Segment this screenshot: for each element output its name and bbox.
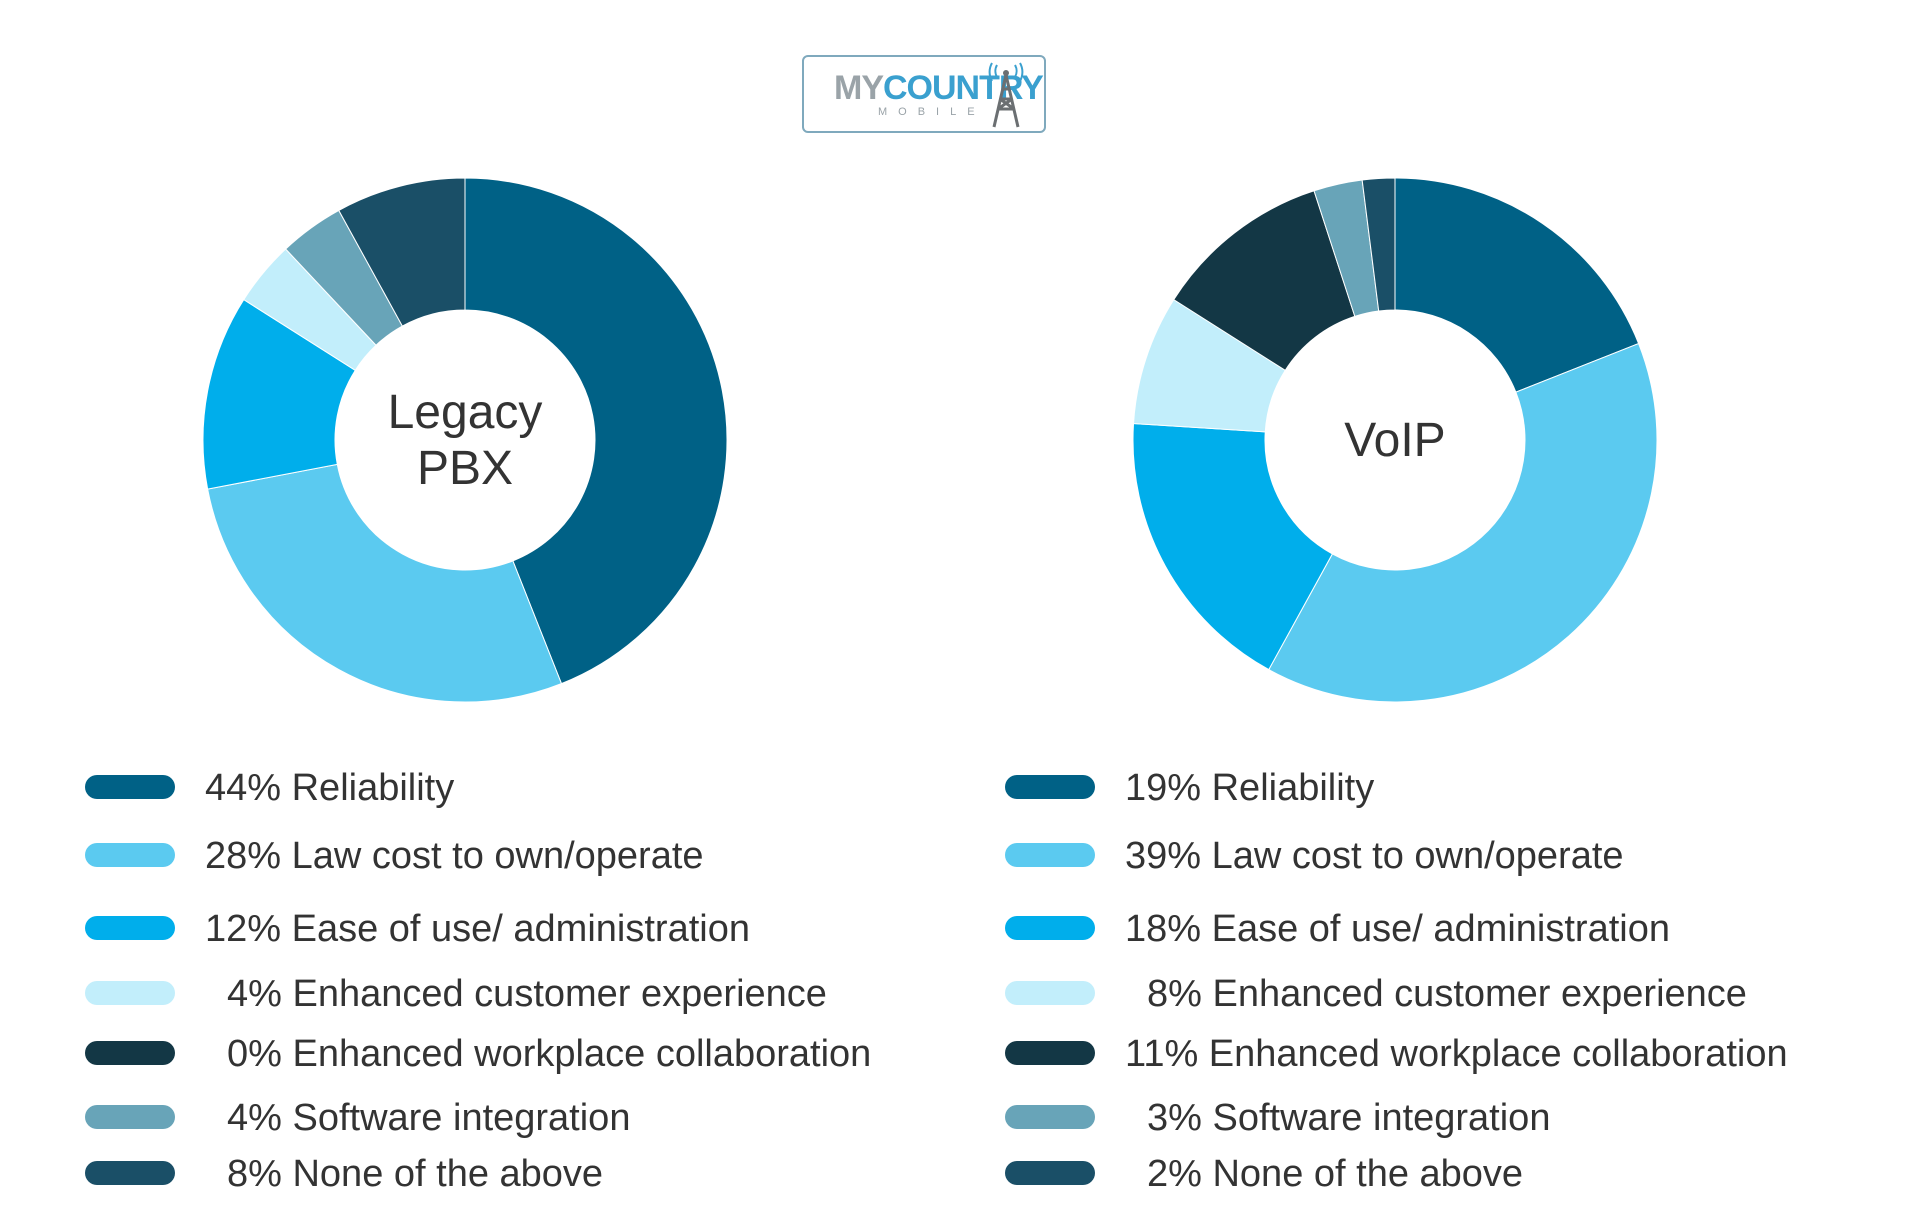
legend-label: 4% Enhanced customer experience xyxy=(227,973,827,1015)
slice-reliability xyxy=(1394,177,1640,393)
legend-label: 8% None of the above xyxy=(227,1153,604,1195)
voip-center-label: VoIP xyxy=(1344,414,1446,467)
legacy-pbx-donut-chart xyxy=(202,177,728,703)
slice-reliability xyxy=(464,177,728,685)
legend-swatch xyxy=(1005,1161,1095,1185)
legend-label: 3% Software integration xyxy=(1147,1097,1551,1139)
legend-swatch xyxy=(1005,775,1095,799)
legend-swatch xyxy=(1005,1041,1095,1065)
legend-label: 28% Law cost to own/operate xyxy=(205,835,704,877)
voip-donut-chart xyxy=(1132,177,1658,703)
legend-label: 4% Software integration xyxy=(227,1097,631,1139)
legend-swatch xyxy=(85,981,175,1005)
slice-ease-of-use-administration xyxy=(1132,423,1334,671)
slice-law-cost-to-own-operate xyxy=(1268,342,1658,703)
legend-label: 44% Reliability xyxy=(205,767,455,809)
legend-swatch xyxy=(85,1105,175,1129)
my-country-mobile-logo: MYCOUNTRY MOBILE xyxy=(802,55,1046,133)
legend-swatch xyxy=(1005,843,1095,867)
radio-tower-icon xyxy=(988,62,1024,128)
legend-label: 12% Ease of use/ administration xyxy=(205,908,750,950)
legend-label: 0% Enhanced workplace collaboration xyxy=(227,1033,872,1075)
legend-swatch xyxy=(1005,981,1095,1005)
legend-label: 8% Enhanced customer experience xyxy=(1147,973,1747,1015)
legend-swatch xyxy=(85,916,175,940)
legend-swatch xyxy=(85,1161,175,1185)
legend-label: 2% None of the above xyxy=(1147,1153,1524,1195)
legend-swatch xyxy=(1005,916,1095,940)
legend-label: 11% Enhanced workplace collaboration xyxy=(1125,1033,1788,1075)
legend-label: 19% Reliability xyxy=(1125,767,1375,809)
slice-none-of-the-above xyxy=(1361,177,1396,312)
slice-none-of-the-above xyxy=(338,177,466,327)
logo-subtitle: MOBILE xyxy=(878,106,986,118)
legacy-pbx-center-label: Legacy PBX xyxy=(387,386,543,495)
legend-label: 18% Ease of use/ administration xyxy=(1125,908,1670,950)
logo-wordmark: MYCOUNTRY xyxy=(834,69,1044,107)
legend-swatch xyxy=(85,1041,175,1065)
legend-swatch xyxy=(85,775,175,799)
legend-label: 39% Law cost to own/operate xyxy=(1125,835,1624,877)
legend-swatch xyxy=(85,843,175,867)
legend-swatch xyxy=(1005,1105,1095,1129)
slice-law-cost-to-own-operate xyxy=(207,463,563,703)
